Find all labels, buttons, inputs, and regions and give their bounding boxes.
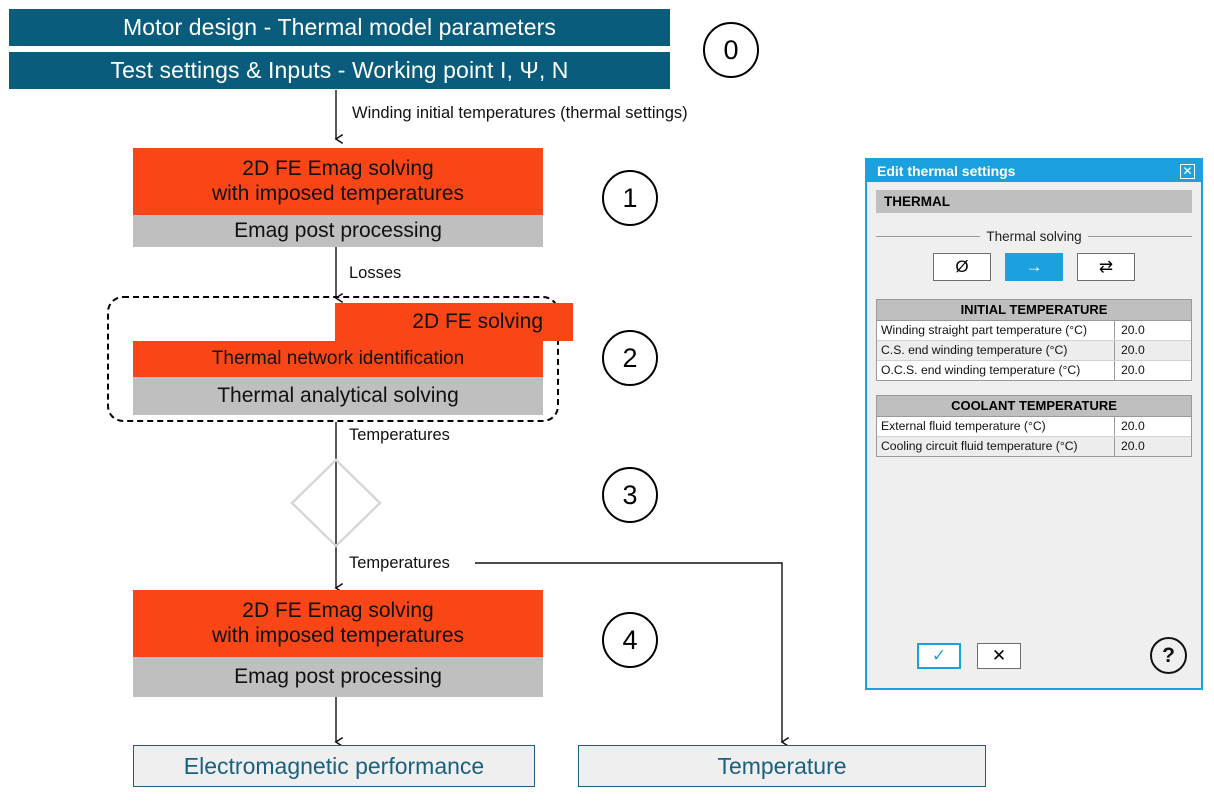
output-box-electromagnetic-performance-label: Electromagnetic performance xyxy=(183,752,485,779)
block-step1-emag-solving: 2D FE Emag solving with imposed temperat… xyxy=(133,148,543,215)
output-box-temperature: Temperature xyxy=(578,745,986,787)
table-cell-value[interactable]: 20.0 xyxy=(1121,439,1145,453)
check-icon: ✓ xyxy=(931,645,947,665)
step-circle-0-label: 0 xyxy=(723,34,739,65)
thermal-solving-option-one-way[interactable]: → xyxy=(1005,253,1063,281)
block-step2-thermal-network-identification-label: Thermal network identification xyxy=(211,347,465,369)
step-circle-4-label: 4 xyxy=(622,624,638,655)
table-cell-value[interactable]: 20.0 xyxy=(1121,343,1145,357)
connector-label-losses: Losses xyxy=(349,264,402,282)
fieldset-rule-left xyxy=(876,236,981,237)
table-cell-label: External fluid temperature (°C) xyxy=(877,417,1115,436)
table-cell-label: O.C.S. end winding temperature (°C) xyxy=(877,361,1115,380)
edit-thermal-settings-dialog: Edit thermal settings ✕ THERMAL Thermal … xyxy=(865,158,1203,690)
step-circle-2: 2 xyxy=(602,330,658,386)
block-step2-thermal-network-identification: Thermal network identification xyxy=(133,341,543,377)
table-initial-temperature-header: INITIAL TEMPERATURE xyxy=(877,300,1191,321)
block-step2-2d-fe-solving: 2D FE solving xyxy=(335,303,573,341)
fieldset-legend-label: Thermal solving xyxy=(986,229,1082,244)
step-circle-3-label: 3 xyxy=(622,479,638,510)
help-button[interactable]: ? xyxy=(1150,637,1187,674)
cancel-button[interactable]: ✕ xyxy=(977,642,1021,669)
block-step2-thermal-analytical-solving-label: Thermal analytical solving xyxy=(217,383,459,407)
thermal-solving-button-group: Ø → ⇄ xyxy=(876,253,1192,281)
header-bar-motor-design: Motor design - Thermal model parameters xyxy=(9,9,670,46)
block-step1-emag-post-processing: Emag post processing xyxy=(133,215,543,247)
step-circle-4: 4 xyxy=(602,612,658,668)
block-step4-emag-solving-label: 2D FE Emag solving with imposed temperat… xyxy=(211,598,465,647)
connector-label-winding-initial-temperatures: Winding initial temperatures (thermal se… xyxy=(352,104,688,122)
block-step4-emag-post-processing: Emag post processing xyxy=(133,657,543,697)
output-box-electromagnetic-performance: Electromagnetic performance xyxy=(133,745,535,787)
connector-label-temperatures-lower: Temperatures xyxy=(349,554,450,572)
block-step4-emag-solving: 2D FE Emag solving with imposed temperat… xyxy=(133,590,543,657)
question-mark-icon: ? xyxy=(1162,643,1175,667)
table-cell-value[interactable]: 20.0 xyxy=(1121,419,1145,433)
header-bar-motor-design-label: Motor design - Thermal model parameters xyxy=(123,14,556,40)
thermal-solving-option-none[interactable]: Ø xyxy=(933,253,991,281)
thermal-solving-option-two-way[interactable]: ⇄ xyxy=(1077,253,1135,281)
table-initial-temperature: INITIAL TEMPERATURE Winding straight par… xyxy=(876,299,1192,381)
table-cell-label: C.S. end winding temperature (°C) xyxy=(877,341,1115,360)
output-box-temperature-label: Temperature xyxy=(717,752,847,779)
step-circle-0: 0 xyxy=(703,22,759,78)
dialog-footer: ✓ ✕ ? xyxy=(867,637,1201,674)
block-step1-emag-post-processing-label: Emag post processing xyxy=(234,218,442,242)
table-coolant-temperature: COOLANT TEMPERATURE External fluid tempe… xyxy=(876,395,1192,457)
fieldset-thermal-solving: Thermal solving Ø → ⇄ xyxy=(876,229,1193,285)
section-header-thermal: THERMAL xyxy=(876,190,1192,213)
table-row[interactable]: C.S. end winding temperature (°C) 20.0 xyxy=(877,341,1191,361)
step-circle-1-label: 1 xyxy=(622,182,638,213)
header-bar-test-settings-label: Test settings & Inputs - Working point I… xyxy=(110,57,569,83)
fieldset-legend-row: Thermal solving xyxy=(876,229,1193,244)
block-step4-emag-post-processing-label: Emag post processing xyxy=(234,664,442,688)
fieldset-rule-right xyxy=(1087,236,1193,237)
arrows-bidirectional-icon: ⇄ xyxy=(1098,257,1114,276)
table-cell-value[interactable]: 20.0 xyxy=(1121,323,1145,337)
dialog-title-bar[interactable]: Edit thermal settings ✕ xyxy=(867,160,1201,182)
arrow-right-icon: → xyxy=(1025,257,1043,276)
dashed-group-thermal-loop xyxy=(107,296,559,422)
block-step2-2d-fe-solving-label: 2D FE solving xyxy=(412,309,543,333)
block-step1-emag-solving-label: 2D FE Emag solving with imposed temperat… xyxy=(211,156,465,205)
table-row[interactable]: Winding straight part temperature (°C) 2… xyxy=(877,321,1191,341)
table-coolant-temperature-header: COOLANT TEMPERATURE xyxy=(877,396,1191,417)
table-cell-label: Winding straight part temperature (°C) xyxy=(877,321,1115,340)
dialog-title-text: Edit thermal settings xyxy=(877,163,1016,179)
connector-label-temperatures-upper: Temperatures xyxy=(349,426,450,444)
step-circle-2-label: 2 xyxy=(622,342,638,373)
ok-button[interactable]: ✓ xyxy=(917,642,961,669)
table-row[interactable]: Cooling circuit fluid temperature (°C) 2… xyxy=(877,437,1191,456)
table-row[interactable]: External fluid temperature (°C) 20.0 xyxy=(877,417,1191,437)
table-cell-label: Cooling circuit fluid temperature (°C) xyxy=(877,437,1115,456)
cross-icon: ✕ xyxy=(991,645,1007,665)
step-circle-3: 3 xyxy=(602,467,658,523)
step-circle-1: 1 xyxy=(602,170,658,226)
dialog-body: THERMAL Thermal solving Ø → ⇄ xyxy=(867,182,1201,457)
block-step2-thermal-analytical-solving: Thermal analytical solving xyxy=(133,377,543,415)
table-cell-value[interactable]: 20.0 xyxy=(1121,363,1145,377)
no-solving-icon: Ø xyxy=(955,257,969,276)
table-row[interactable]: O.C.S. end winding temperature (°C) 20.0 xyxy=(877,361,1191,380)
header-bar-test-settings: Test settings & Inputs - Working point I… xyxy=(9,52,670,89)
close-icon[interactable]: ✕ xyxy=(1180,163,1195,179)
